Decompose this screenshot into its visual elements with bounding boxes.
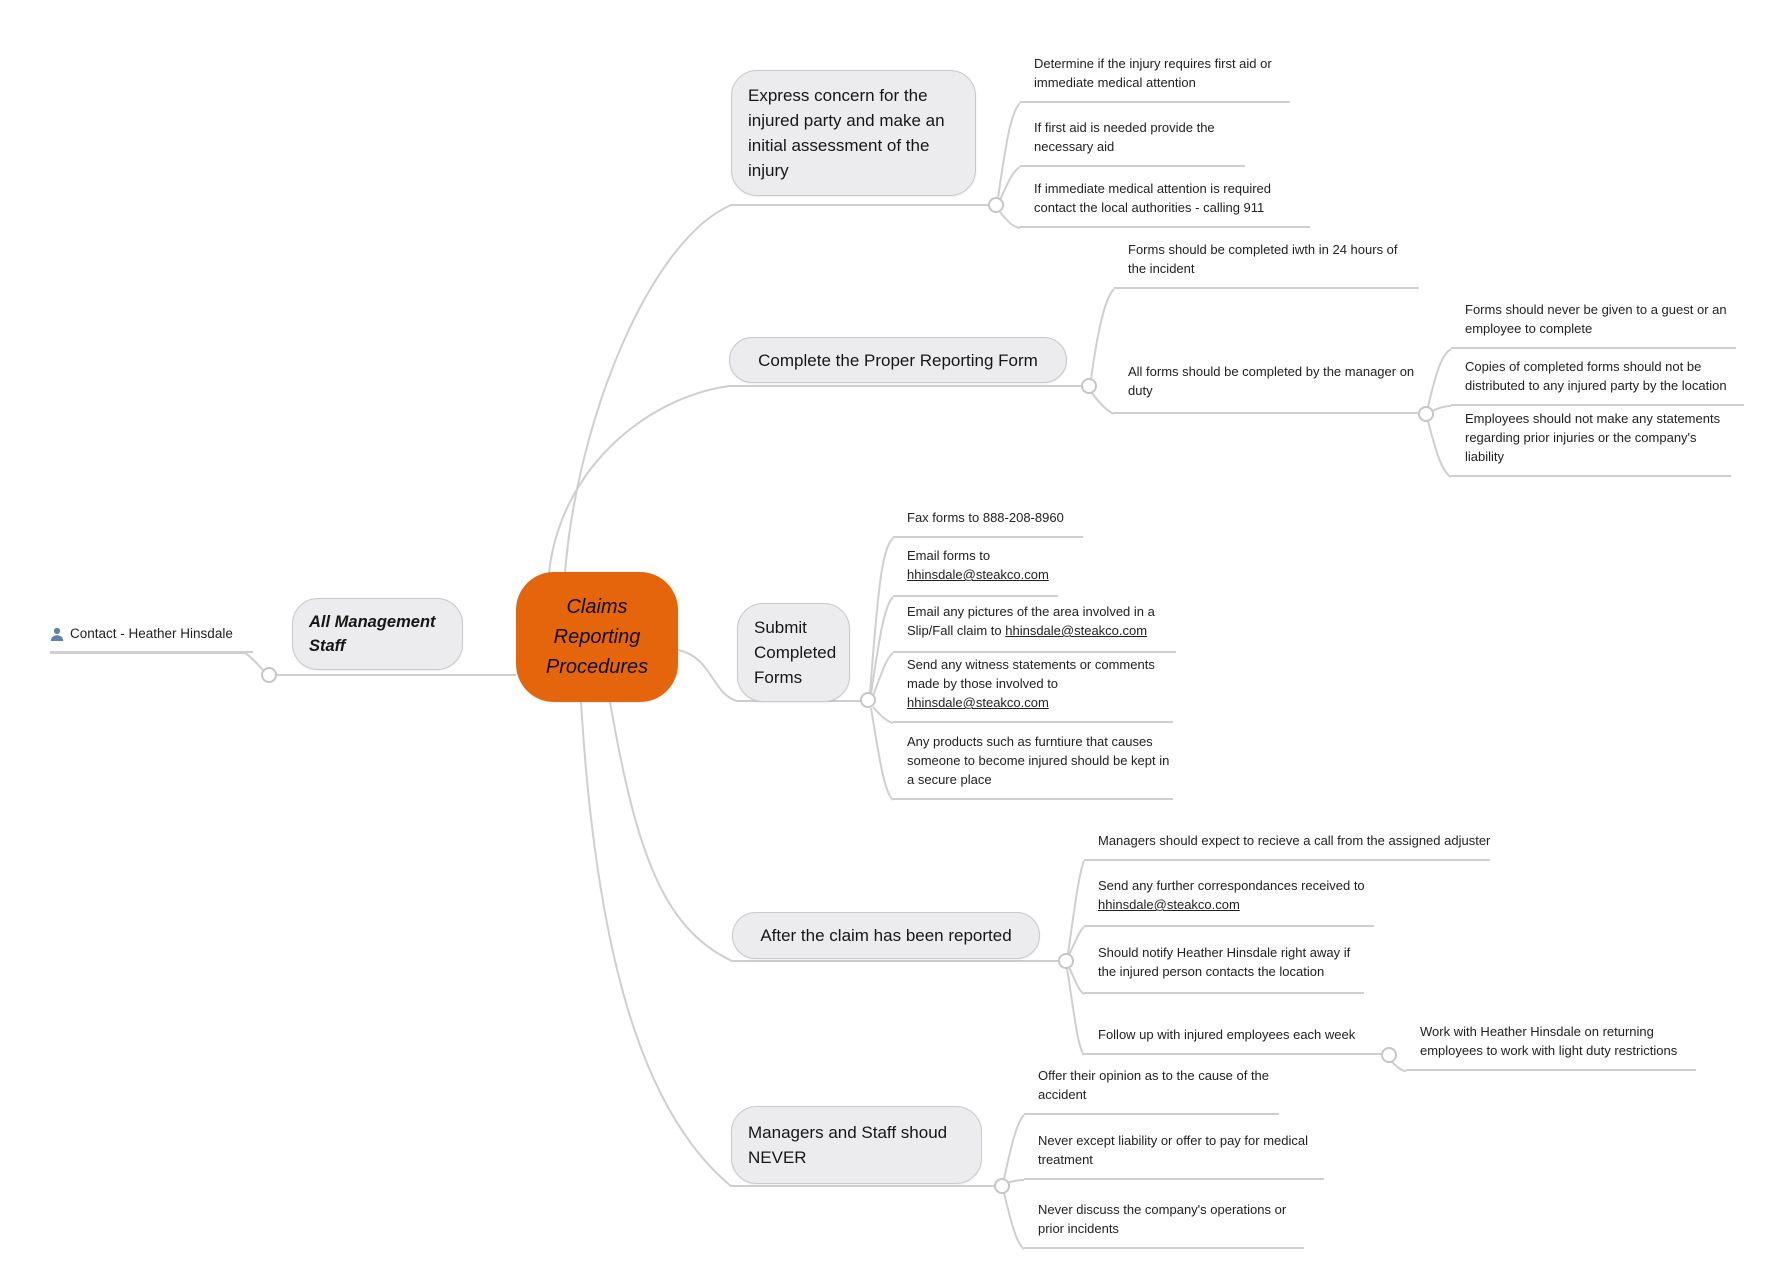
connector-toggle[interactable]: [1418, 406, 1434, 422]
leaf-text: Offer their opinion as to the cause of t…: [1038, 1068, 1270, 1102]
leaf-text: Forms should be completed iwth in 24 hou…: [1128, 242, 1398, 276]
leaf-text: All forms should be completed by the man…: [1128, 364, 1415, 398]
leaf-text: If immediate medical attention is requir…: [1034, 181, 1272, 215]
connector-toggle[interactable]: [994, 1178, 1010, 1194]
leaf-text: Never except liability or offer to pay f…: [1038, 1133, 1308, 1167]
leaf-text: Should notify Heather Hinsdale right awa…: [1098, 945, 1351, 979]
leaf-text: Send any witness statements or comments …: [907, 657, 1155, 691]
leaf-item[interactable]: Email forms to hhinsdale@steakco.com: [893, 546, 1058, 597]
leaf-text: If first aid is needed provide the neces…: [1034, 120, 1215, 154]
connector-toggle[interactable]: [261, 667, 277, 683]
leaf-item[interactable]: Determine if the injury requires first a…: [1020, 54, 1290, 103]
collapse-toggles: [261, 197, 1434, 1194]
node-label: Complete the Proper Reporting Form: [758, 350, 1038, 370]
leaf-item[interactable]: Employees should not make any statements…: [1451, 409, 1731, 477]
node-express-concern[interactable]: Express concern for the injured party an…: [731, 70, 976, 196]
leaf-item[interactable]: Should notify Heather Hinsdale right awa…: [1084, 943, 1364, 994]
leaf-item[interactable]: Send any further correspondances receive…: [1084, 876, 1374, 927]
leaf-item[interactable]: Work with Heather Hinsdale on returning …: [1406, 1022, 1696, 1071]
person-icon: [50, 627, 64, 641]
connector-toggle[interactable]: [1081, 378, 1097, 394]
leaf-item[interactable]: Any products such as furntiure that caus…: [893, 732, 1173, 800]
connector-toggle[interactable]: [1058, 953, 1074, 969]
email-link[interactable]: hhinsdale@steakco.com: [1098, 897, 1240, 912]
email-link[interactable]: hhinsdale@steakco.com: [907, 695, 1049, 710]
leaf-item[interactable]: Managers should expect to recieve a call…: [1084, 831, 1490, 861]
node-submit-completed-forms[interactable]: Submit Completed Forms: [737, 603, 850, 702]
node-all-management-staff[interactable]: All Management Staff: [292, 598, 463, 670]
leaf-text: Employees should not make any statements…: [1465, 411, 1721, 464]
leaf-item[interactable]: Fax forms to 888-208-8960: [893, 508, 1083, 538]
leaf-text: Determine if the injury requires first a…: [1034, 56, 1272, 90]
leaf-text: Work with Heather Hinsdale on returning …: [1420, 1024, 1678, 1058]
node-label: Managers and Staff shoud NEVER: [748, 1123, 948, 1167]
leaf-item[interactable]: Forms should be completed iwth in 24 hou…: [1114, 240, 1419, 289]
node-managers-staff-never[interactable]: Managers and Staff shoud NEVER: [731, 1106, 982, 1184]
root-node-label: Claims Reporting Procedures: [545, 596, 649, 678]
leaf-text: Any products such as furntiure that caus…: [907, 734, 1170, 787]
leaf-item[interactable]: Never discuss the company's operations o…: [1024, 1200, 1304, 1249]
leaf-text: Fax forms to 888-208-8960: [907, 510, 1064, 525]
contact-label: Contact - Heather Hinsdale: [70, 626, 233, 641]
leaf-item[interactable]: Send any witness statements or comments …: [893, 655, 1173, 723]
leaf-item[interactable]: Never except liability or offer to pay f…: [1024, 1131, 1324, 1180]
email-link[interactable]: hhinsdale@steakco.com: [907, 567, 1049, 582]
leaf-item[interactable]: Email any pictures of the area involved …: [893, 602, 1176, 653]
leaf-contact-heather-hinsdale[interactable]: Contact - Heather Hinsdale: [50, 625, 253, 653]
node-label: Submit Completed Forms: [754, 618, 837, 687]
node-label: Express concern for the injured party an…: [748, 86, 945, 180]
leaf-item[interactable]: Offer their opinion as to the cause of t…: [1024, 1066, 1279, 1115]
root-node[interactable]: Claims Reporting Procedures: [516, 572, 678, 702]
leaf-item[interactable]: All forms should be completed by the man…: [1114, 362, 1419, 414]
node-after-claim-reported[interactable]: After the claim has been reported: [732, 912, 1040, 959]
node-label: After the claim has been reported: [760, 926, 1012, 945]
email-link[interactable]: hhinsdale@steakco.com: [1005, 623, 1148, 638]
leaf-text: Email any pictures of the area involved …: [907, 604, 1155, 638]
leaf-text: Email forms to: [907, 548, 991, 563]
connector-toggle[interactable]: [860, 692, 876, 708]
leaf-item[interactable]: Follow up with injured employees each we…: [1084, 1025, 1382, 1055]
leaf-item[interactable]: If first aid is needed provide the neces…: [1020, 118, 1245, 167]
leaf-item[interactable]: Forms should never be given to a guest o…: [1451, 300, 1736, 349]
leaf-item[interactable]: If immediate medical attention is requir…: [1020, 179, 1310, 228]
connector-toggle[interactable]: [1381, 1047, 1397, 1063]
connector-toggle[interactable]: [988, 197, 1004, 213]
leaf-item[interactable]: Copies of completed forms should not be …: [1451, 357, 1744, 406]
leaf-text: Follow up with injured employees each we…: [1098, 1027, 1356, 1042]
leaf-text: Copies of completed forms should not be …: [1465, 359, 1727, 393]
node-label: All Management Staff: [309, 613, 436, 655]
leaf-text: Send any further correspondances receive…: [1098, 878, 1365, 893]
leaf-text: Managers should expect to recieve a call…: [1098, 833, 1491, 848]
leaf-text: Never discuss the company's operations o…: [1038, 1202, 1287, 1236]
leaf-text: Forms should never be given to a guest o…: [1465, 302, 1727, 336]
node-complete-reporting-form[interactable]: Complete the Proper Reporting Form: [729, 337, 1067, 383]
